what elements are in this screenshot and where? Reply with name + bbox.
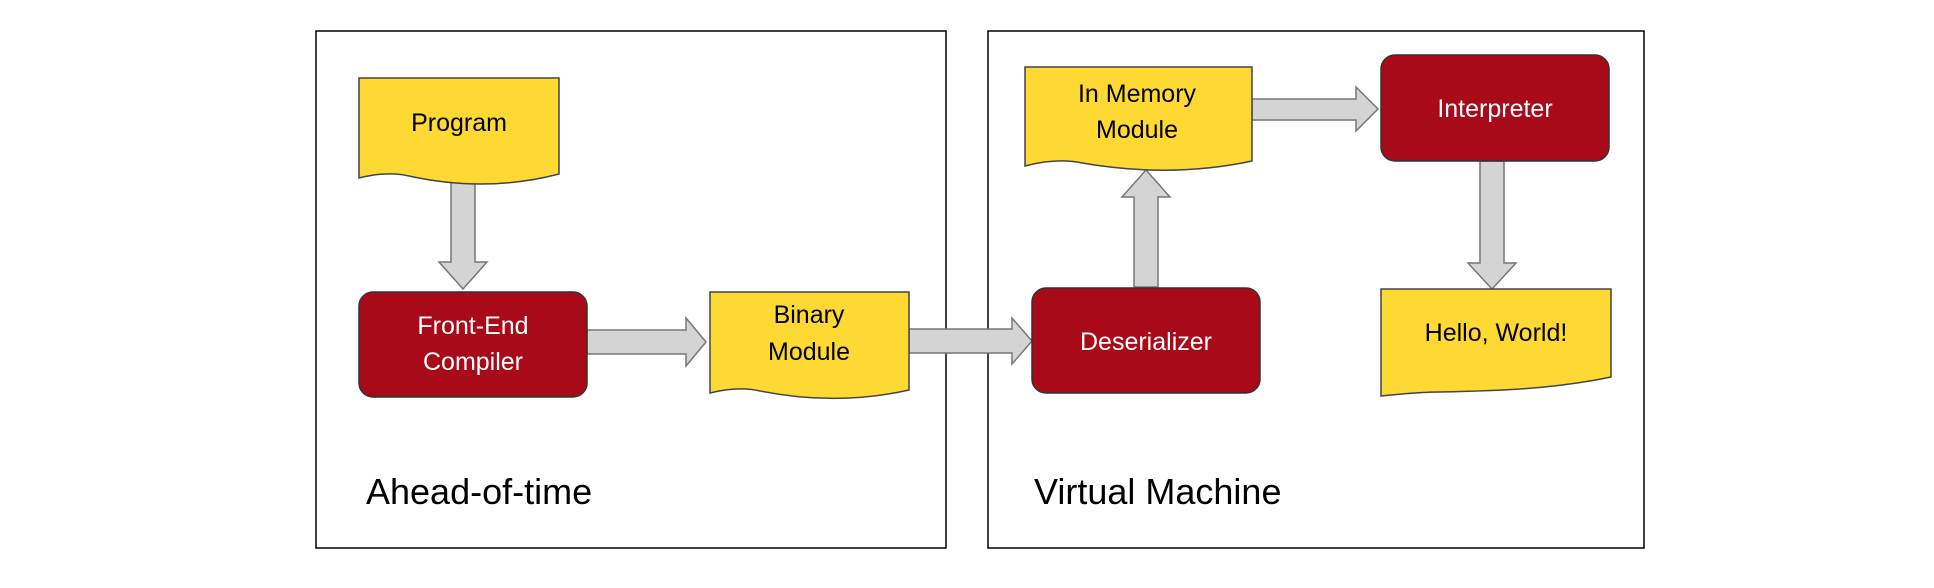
hello-world-node: Hello, World! [1380, 288, 1612, 397]
ahead-of-time-label: Ahead-of-time [366, 471, 592, 512]
virtual-machine-label: Virtual Machine [1034, 471, 1281, 512]
in-memory-module-label-1: In Memory [1078, 80, 1197, 108]
front-end-compiler-label-2: Compiler [423, 348, 523, 376]
hello-world-label: Hello, World! [1425, 319, 1568, 347]
program-label: Program [411, 109, 507, 137]
interpreter-node: Interpreter [1380, 54, 1610, 162]
arrow-memory-to-interpreter [1251, 85, 1380, 133]
in-memory-module-node: In Memory Module [1024, 66, 1253, 171]
front-end-compiler-node: Front-End Compiler [358, 291, 588, 398]
interpreter-label: Interpreter [1437, 95, 1552, 123]
binary-module-label-2: Module [768, 338, 850, 366]
deserializer-node: Deserializer [1031, 287, 1261, 394]
arrow-interpreter-to-hello [1466, 160, 1518, 291]
front-end-compiler-label-1: Front-End [417, 312, 528, 340]
arrow-deserializer-to-memory [1120, 168, 1172, 288]
program-node: Program [358, 77, 560, 185]
binary-module-label-1: Binary [774, 301, 845, 329]
arrow-binary-to-deserializer [908, 315, 1033, 367]
deserializer-label: Deserializer [1080, 328, 1212, 356]
arrow-program-to-compiler [437, 173, 489, 291]
binary-module-node: Binary Module [709, 291, 910, 400]
arrow-compiler-to-binary [586, 315, 707, 369]
in-memory-module-label-2: Module [1096, 116, 1178, 144]
